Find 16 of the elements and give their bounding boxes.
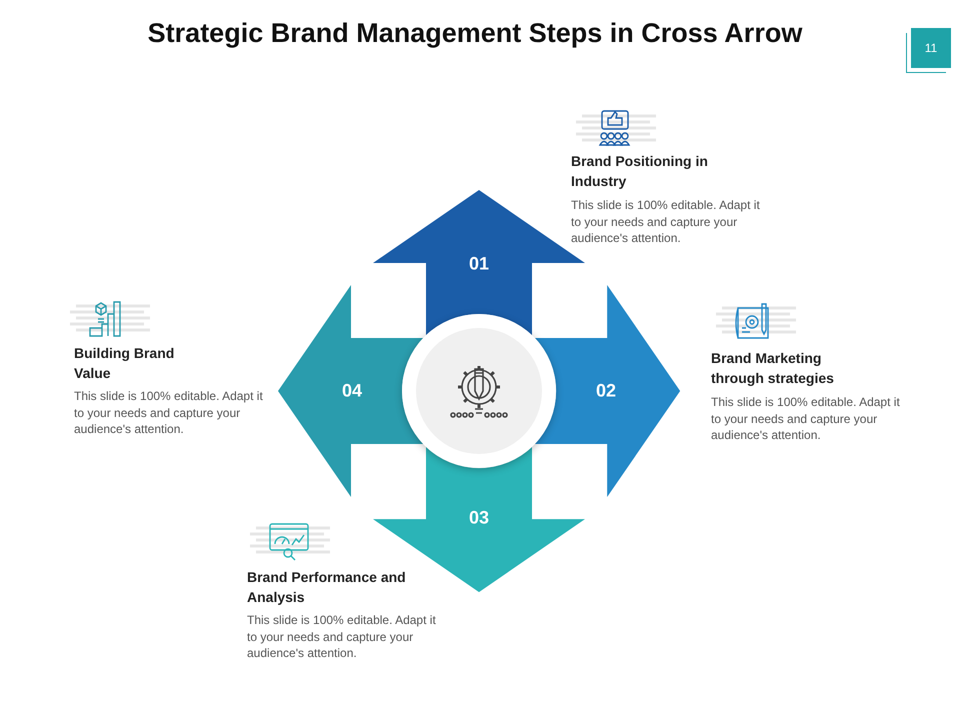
step-heading: Brand Performance and Analysis (247, 568, 407, 607)
page-number-box: 11 (911, 28, 951, 68)
step-heading: Brand Positioning in Industry (571, 152, 709, 191)
arrow-shape (278, 285, 424, 497)
step-number: 03 (468, 507, 490, 528)
step-heading: Brand Marketing through strategies (711, 349, 835, 388)
step-number: 04 (342, 380, 362, 402)
step-number: 01 (468, 254, 490, 274)
step-number: 02 (596, 380, 616, 402)
step-description: This slide is 100% editable. Adapt it to your needs and capture your audience's attention. (247, 612, 437, 662)
arrow-shape (534, 285, 680, 497)
slide-title: Strategic Brand Management Steps in Cross Arrow (146, 18, 804, 49)
step-description: This slide is 100% editable. Adapt it to your needs and capture your audience's attention. (711, 394, 901, 444)
step-heading: Building Brand Value (74, 344, 176, 383)
step-description: This slide is 100% editable. Adapt it to your needs and capture your audience's attention. (74, 388, 264, 438)
step-description: This slide is 100% editable. Adapt it to your needs and capture your audience's attention. (571, 197, 761, 246)
